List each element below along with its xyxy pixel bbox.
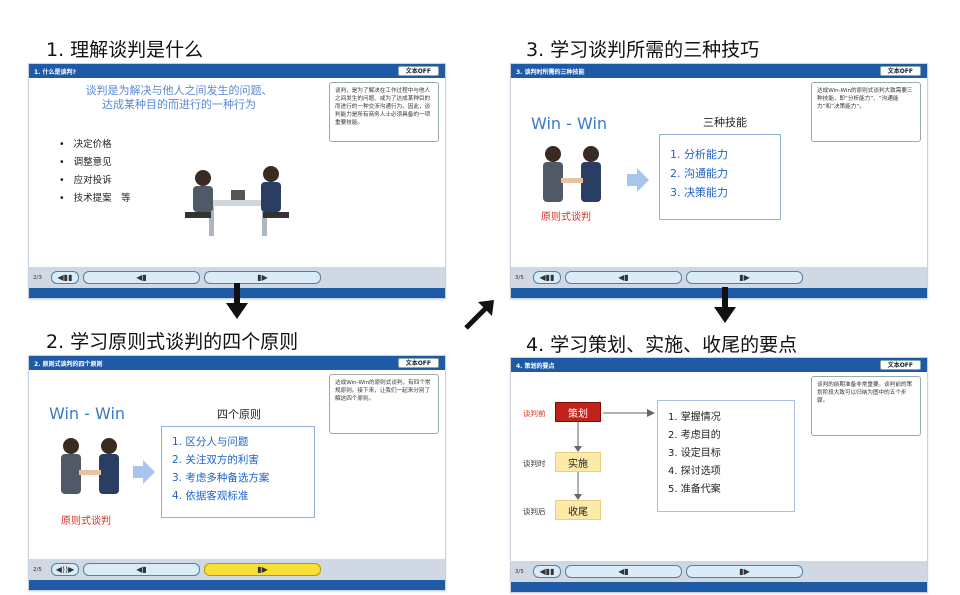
text-off-button[interactable]: 文本OFF xyxy=(879,360,921,370)
slide-panel-1: 1. 什么是谈判? 文本OFF 谈判是为解决与他人之间发生的问题、 达成某种目的… xyxy=(28,63,446,299)
list-item: 2. 关注双方的利害 xyxy=(172,454,259,466)
principle-negotiation-label: 原则式谈判 xyxy=(61,516,111,527)
slide-title: 3. 谈判时所需的三种技能 xyxy=(516,68,585,76)
down-arrow-icon xyxy=(714,287,736,323)
list-item: 5. 准备代案 xyxy=(668,484,721,495)
list-item: • 应对投诉 xyxy=(59,175,112,186)
list-item: 3. 决策能力 xyxy=(670,186,728,199)
list-item: 2. 沟通能力 xyxy=(670,167,728,180)
slide-content: Win - Win 原则式谈判 四个原则 1. 区分人与问题 2. 关注双方的利… xyxy=(29,370,323,538)
list-item: • 调整意见 xyxy=(59,157,112,168)
step-4-heading: 4. 学习策划、实施、收尾的要点 xyxy=(526,334,798,356)
list-item: 4. 依据客观标准 xyxy=(172,490,249,502)
slide-content: 谈判是为解决与他人之间发生的问题、 达成某种目的而进行的一种行为 • 决定价格 … xyxy=(29,78,323,246)
diagonal-arrow-icon xyxy=(464,300,494,330)
next-button[interactable]: ▮▶ xyxy=(204,271,321,284)
narration-box: 达成Win-Win的原则式谈判，有四个常规原则。接下来，让我们一起来分别了解这四… xyxy=(329,374,439,434)
list-item: 4. 探讨选项 xyxy=(668,466,721,477)
meeting-illustration xyxy=(185,166,289,236)
playback-controls: 2/3 ◀▮▮ ◀▮ ▮▶ xyxy=(29,267,445,288)
slide-title-bar: 3. 谈判时所需的三种技能 文本OFF xyxy=(511,64,927,78)
playback-controls: 2/5 ◀))▶ ◀▮ ▮▶ xyxy=(29,559,445,580)
handshake-illustration xyxy=(61,438,119,494)
page-indicator: 3/5 xyxy=(515,274,524,281)
stage-label-after: 谈判后 xyxy=(523,507,546,516)
play-pause-button[interactable]: ◀▮▮ xyxy=(533,271,561,284)
text-off-button[interactable]: 文本OFF xyxy=(879,66,921,76)
right-arrow-icon xyxy=(627,168,649,192)
playback-controls: 3/5 ◀▮▮ ◀▮ ▮▶ xyxy=(511,561,927,582)
slide-title: 1. 什么是谈判? xyxy=(34,68,77,76)
slide-title: 4. 策划的要点 xyxy=(516,362,555,370)
next-button[interactable]: ▮▶ xyxy=(204,563,321,576)
page-indicator: 2/3 xyxy=(33,274,42,281)
list-item: 2. 考虑目的 xyxy=(668,430,721,441)
list-item: 1. 区分人与问题 xyxy=(172,436,249,448)
slide-panel-2: 2. 原则式谈判的四个原则 文本OFF Win - Win 原则式谈判 四个原则… xyxy=(28,355,446,591)
planning-steps-box: 1. 掌握情况 2. 考虑目的 3. 设定目标 4. 探讨选项 5. 准备代案 xyxy=(657,400,795,512)
skills-list: 1. 分析能力 2. 沟通能力 3. 决策能力 xyxy=(660,135,780,202)
play-pause-button[interactable]: ◀▮▮ xyxy=(533,565,561,578)
slide-panel-4: 4. 策划的要点 文本OFF 谈判前 策划 谈判时 实施 谈判后 收尾 1. 掌… xyxy=(510,357,928,593)
stage-label-during: 谈判时 xyxy=(523,459,546,468)
principle-negotiation-label: 原则式谈判 xyxy=(541,212,591,223)
down-arrow-icon xyxy=(226,283,248,319)
bullet-list: • 决定价格 • 调整意见 • 应对投诉 • 技术提案 等 xyxy=(59,136,131,208)
slide-title-bar: 2. 原则式谈判的四个原则 文本OFF xyxy=(29,356,445,370)
principles-title: 四个原则 xyxy=(217,408,261,421)
prev-button[interactable]: ◀▮ xyxy=(83,271,200,284)
text-off-button[interactable]: 文本OFF xyxy=(397,358,439,368)
skills-title: 三种技能 xyxy=(703,116,747,129)
definition-title: 谈判是为解决与他人之间发生的问题、 达成某种目的而进行的一种行为 xyxy=(59,84,299,112)
win-win-label: Win - Win xyxy=(49,404,126,423)
list-item: 3. 设定目标 xyxy=(668,448,721,459)
planning-stage-box: 策划 xyxy=(555,402,601,422)
playback-controls: 3/5 ◀▮▮ ◀▮ ▮▶ xyxy=(511,267,927,288)
slide-content: Win - Win 原则式谈判 三种技能 1. 分析能力 2. 沟通能力 3. … xyxy=(511,78,805,246)
principles-list-box: 1. 区分人与问题 2. 关注双方的利害 3. 考虑多种备选方案 4. 依据客观… xyxy=(161,426,315,518)
slide-content: 谈判前 策划 谈判时 实施 谈判后 收尾 1. 掌握情况 2. 考虑目的 3. … xyxy=(511,372,805,540)
slide-panel-3: 3. 谈判时所需的三种技能 文本OFF Win - Win 原则式谈判 三种技能… xyxy=(510,63,928,299)
slide-footer xyxy=(511,582,927,592)
slide-title-bar: 4. 策划的要点 文本OFF xyxy=(511,358,927,372)
flow-arrows xyxy=(574,422,582,500)
narration-box: 谈判的前期准备非常重要。谈判前的策划阶段大致可以归纳为图中的五个步骤。 xyxy=(811,376,921,436)
stage-label-before: 谈判前 xyxy=(523,409,546,418)
play-pause-button[interactable]: ◀▮▮ xyxy=(51,271,79,284)
list-item: • 技术提案 等 xyxy=(59,193,131,204)
list-item: 1. 掌握情况 xyxy=(668,412,721,423)
list-item: • 决定价格 xyxy=(59,139,112,150)
prev-button[interactable]: ◀▮ xyxy=(565,565,682,578)
prev-button[interactable]: ◀▮ xyxy=(565,271,682,284)
step-3-heading: 3. 学习谈判所需的三种技巧 xyxy=(526,39,760,61)
definition-line-1: 谈判是为解决与他人之间发生的问题、 xyxy=(85,84,273,97)
win-win-label: Win - Win xyxy=(531,114,608,133)
prev-button[interactable]: ◀▮ xyxy=(83,563,200,576)
implementation-stage-box: 实施 xyxy=(555,452,601,472)
slide-title-bar: 1. 什么是谈判? 文本OFF xyxy=(29,64,445,78)
slide-title: 2. 原则式谈判的四个原则 xyxy=(34,360,103,368)
planning-steps-list: 1. 掌握情况 2. 考虑目的 3. 设定目标 4. 探讨选项 5. 准备代案 xyxy=(658,401,794,499)
principles-list: 1. 区分人与问题 2. 关注双方的利害 3. 考虑多种备选方案 4. 依据客观… xyxy=(162,427,314,505)
slide-footer xyxy=(511,288,927,298)
right-arrow-icon xyxy=(133,460,155,484)
definition-line-2: 达成某种目的而进行的一种行为 xyxy=(102,98,256,111)
next-button[interactable]: ▮▶ xyxy=(686,565,803,578)
page-indicator: 3/5 xyxy=(515,568,524,575)
narration-box: 谈判，是为了解决在工作过程中与他人之间发生的问题、或为了达成某种目的而进行的一种… xyxy=(329,82,439,142)
audio-play-button[interactable]: ◀))▶ xyxy=(51,563,79,576)
handshake-illustration xyxy=(543,146,601,202)
step-1-heading: 1. 理解谈判是什么 xyxy=(46,39,204,61)
step-2-heading: 2. 学习原则式谈判的四个原则 xyxy=(46,331,299,353)
closing-stage-box: 收尾 xyxy=(555,500,601,520)
right-arrow-icon xyxy=(603,409,655,417)
narration-box: 达成Win-Win的原则式谈判大致需要三种技能，即“分析能力”、“沟通能力”和“… xyxy=(811,82,921,142)
list-item: 1. 分析能力 xyxy=(670,148,728,161)
skills-list-box: 1. 分析能力 2. 沟通能力 3. 决策能力 xyxy=(659,134,781,220)
page-indicator: 2/5 xyxy=(33,566,42,573)
list-item: 3. 考虑多种备选方案 xyxy=(172,472,270,484)
text-off-button[interactable]: 文本OFF xyxy=(397,66,439,76)
next-button[interactable]: ▮▶ xyxy=(686,271,803,284)
slide-footer xyxy=(29,580,445,590)
